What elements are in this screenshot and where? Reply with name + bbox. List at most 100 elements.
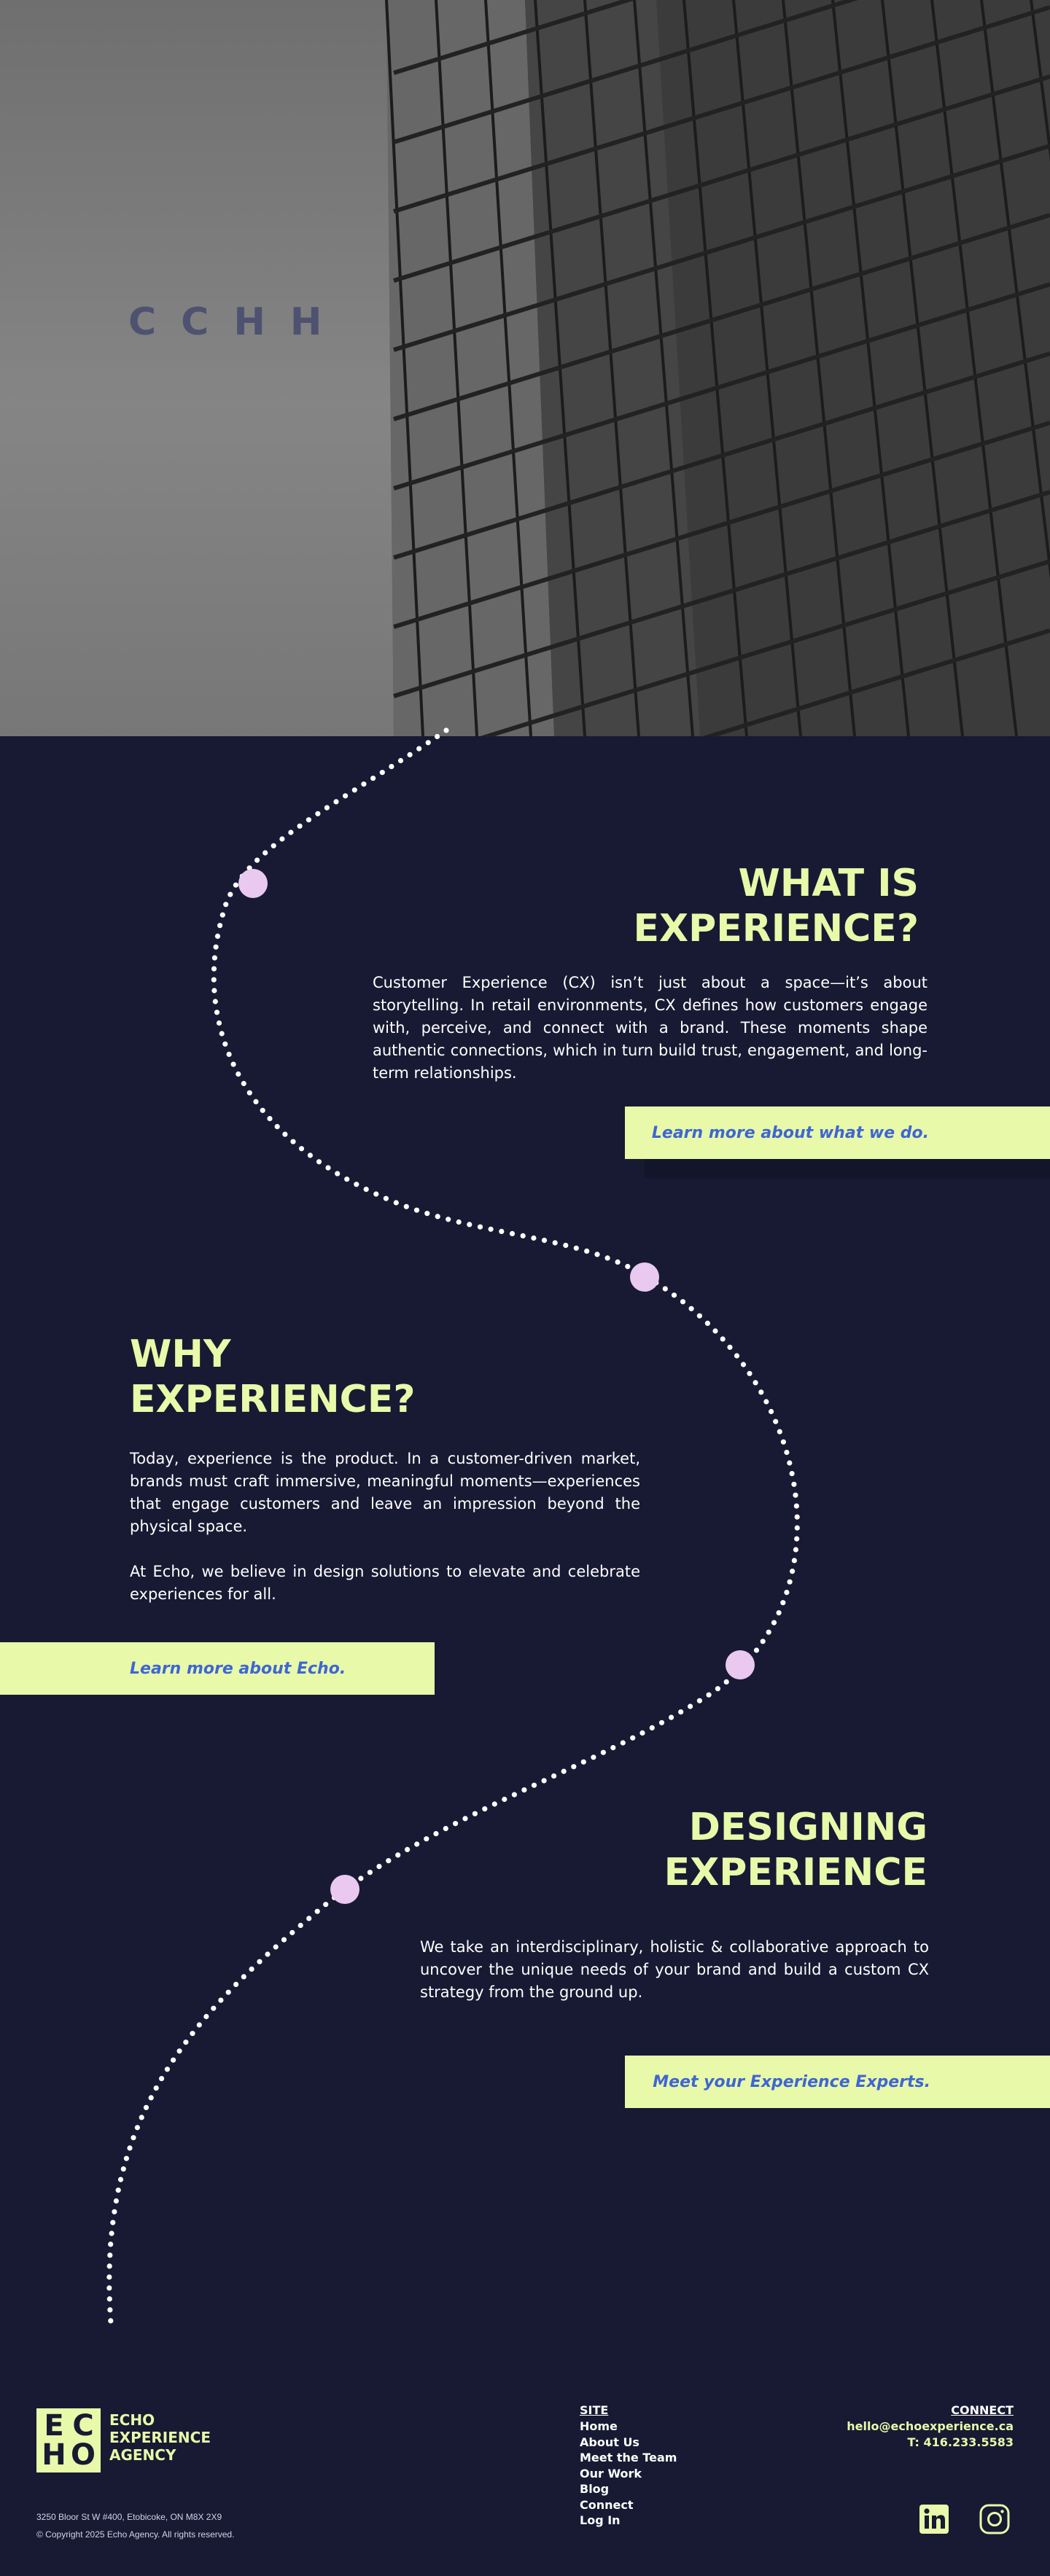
path-dot [241, 1974, 246, 1980]
path-dot [106, 2296, 112, 2302]
path-dot [106, 2274, 112, 2280]
path-dot [211, 955, 217, 961]
footer-link-log-in[interactable]: Log In [580, 2513, 621, 2527]
facade-beam [393, 5, 1050, 214]
path-dot [791, 1558, 797, 1564]
facade-beam [480, 559, 1050, 736]
footer-link-blog[interactable]: Blog [580, 2482, 610, 2496]
path-dot [288, 830, 294, 835]
path-dot [793, 1503, 799, 1509]
cta-label: Learn more about Echo. [130, 1659, 346, 1678]
heading-line: EXPERIENCE [664, 1851, 928, 1894]
path-dot [776, 1610, 782, 1616]
path-dot [794, 1525, 800, 1531]
path-dot [662, 1286, 668, 1292]
path-dot [395, 1852, 401, 1858]
path-dot [106, 2285, 112, 2291]
path-dot [740, 1362, 747, 1367]
paragraph: Customer Experience (CX) isn’t just abou… [373, 974, 928, 1082]
path-dot [760, 1639, 766, 1644]
path-dot [333, 799, 339, 805]
instagram-icon[interactable] [979, 2503, 1011, 2535]
path-dot [491, 1801, 497, 1807]
footer-logo[interactable]: E C H O [36, 2408, 101, 2472]
path-dot [306, 1916, 312, 1921]
path-dot [203, 2013, 209, 2020]
path-dot [117, 2177, 124, 2182]
path-dot [435, 733, 440, 740]
footer-link-home[interactable]: Home [580, 2419, 618, 2433]
meet-experience-experts-button[interactable]: Meet your Experience Experts. [625, 2056, 1050, 2108]
path-dot [443, 1826, 448, 1832]
path-dot [281, 1937, 287, 1943]
facade-beam [702, 628, 1050, 736]
path-dot [127, 2145, 133, 2151]
footer-link-about-us[interactable]: About Us [580, 2435, 639, 2449]
path-dot [314, 1908, 320, 1914]
path-dot [226, 1051, 232, 1057]
path-dot [794, 1536, 800, 1542]
designing-experience-body: We take an interdisciplinary, holistic &… [420, 1936, 929, 2004]
path-dot [324, 805, 330, 811]
path-dot [249, 1966, 254, 1972]
path-dot [397, 757, 404, 764]
facade-beam [393, 282, 1050, 491]
path-dot [424, 1836, 429, 1842]
path-dot [115, 2187, 121, 2193]
cta-label: Learn more about what we do. [651, 1123, 929, 1142]
path-dot [723, 1679, 729, 1685]
path-dot [456, 1219, 462, 1225]
path-dot [367, 1870, 373, 1876]
path-dot [424, 1211, 430, 1217]
path-dot [541, 1778, 547, 1784]
footer-link-connect[interactable]: Connect [580, 2497, 634, 2512]
path-dot [787, 1460, 793, 1466]
path-dot [196, 2022, 202, 2028]
path-dot [315, 811, 321, 816]
footer-email-link[interactable]: hello@echoexperience.ca [847, 2419, 1014, 2433]
hero-wall [0, 0, 394, 736]
path-dot [591, 1755, 596, 1760]
logo-letter: C [72, 2409, 94, 2443]
path-dot [139, 2115, 144, 2120]
path-dot [393, 1200, 399, 1206]
path-dot [789, 1471, 795, 1477]
path-dot [625, 1263, 631, 1270]
learn-more-about-echo-button[interactable]: Learn more about Echo. [0, 1642, 435, 1695]
path-dot [271, 843, 276, 848]
path-dot [363, 1187, 369, 1193]
path-dot [541, 1238, 548, 1244]
path-node-echo [726, 1650, 755, 1679]
path-dot [446, 1217, 451, 1222]
path-dot [106, 2263, 112, 2269]
footer-copyright: © Copyright 2025 Echo Agency. All rights… [36, 2529, 235, 2540]
path-dot [615, 1259, 621, 1265]
path-node-designing [330, 1875, 359, 1904]
path-dot [680, 1299, 686, 1305]
facade-mullion [930, 0, 1018, 736]
facade-mullion [732, 0, 802, 736]
facade-mullion [1030, 0, 1050, 162]
path-dot [351, 787, 357, 793]
path-dot [720, 1336, 726, 1342]
footer-link-meet-the-team[interactable]: Meet the Team [580, 2451, 677, 2464]
path-dot [107, 2252, 113, 2258]
path-dot [552, 1240, 558, 1246]
path-dot [236, 1071, 241, 1077]
logo-letter: H [42, 2438, 66, 2472]
path-dot [551, 1773, 557, 1779]
cta-label: Meet your Experience Experts. [653, 2072, 930, 2091]
footer-link-our-work[interactable]: Our Work [580, 2466, 642, 2481]
linkedin-icon[interactable] [918, 2503, 950, 2535]
path-dot [671, 1292, 677, 1298]
path-dot [216, 1020, 222, 1026]
footer-phone-link[interactable]: T: 416.233.5583 [907, 2435, 1014, 2449]
path-dot [113, 2198, 119, 2204]
path-dot [773, 1418, 779, 1424]
connect-heading: CONNECT [951, 2403, 1014, 2417]
path-dot [561, 1768, 567, 1774]
path-dot [763, 1399, 769, 1405]
facade-mullion [435, 0, 478, 736]
path-dot [325, 1165, 331, 1171]
learn-more-what-we-do-button[interactable]: Learn more about what we do. [625, 1106, 1050, 1159]
